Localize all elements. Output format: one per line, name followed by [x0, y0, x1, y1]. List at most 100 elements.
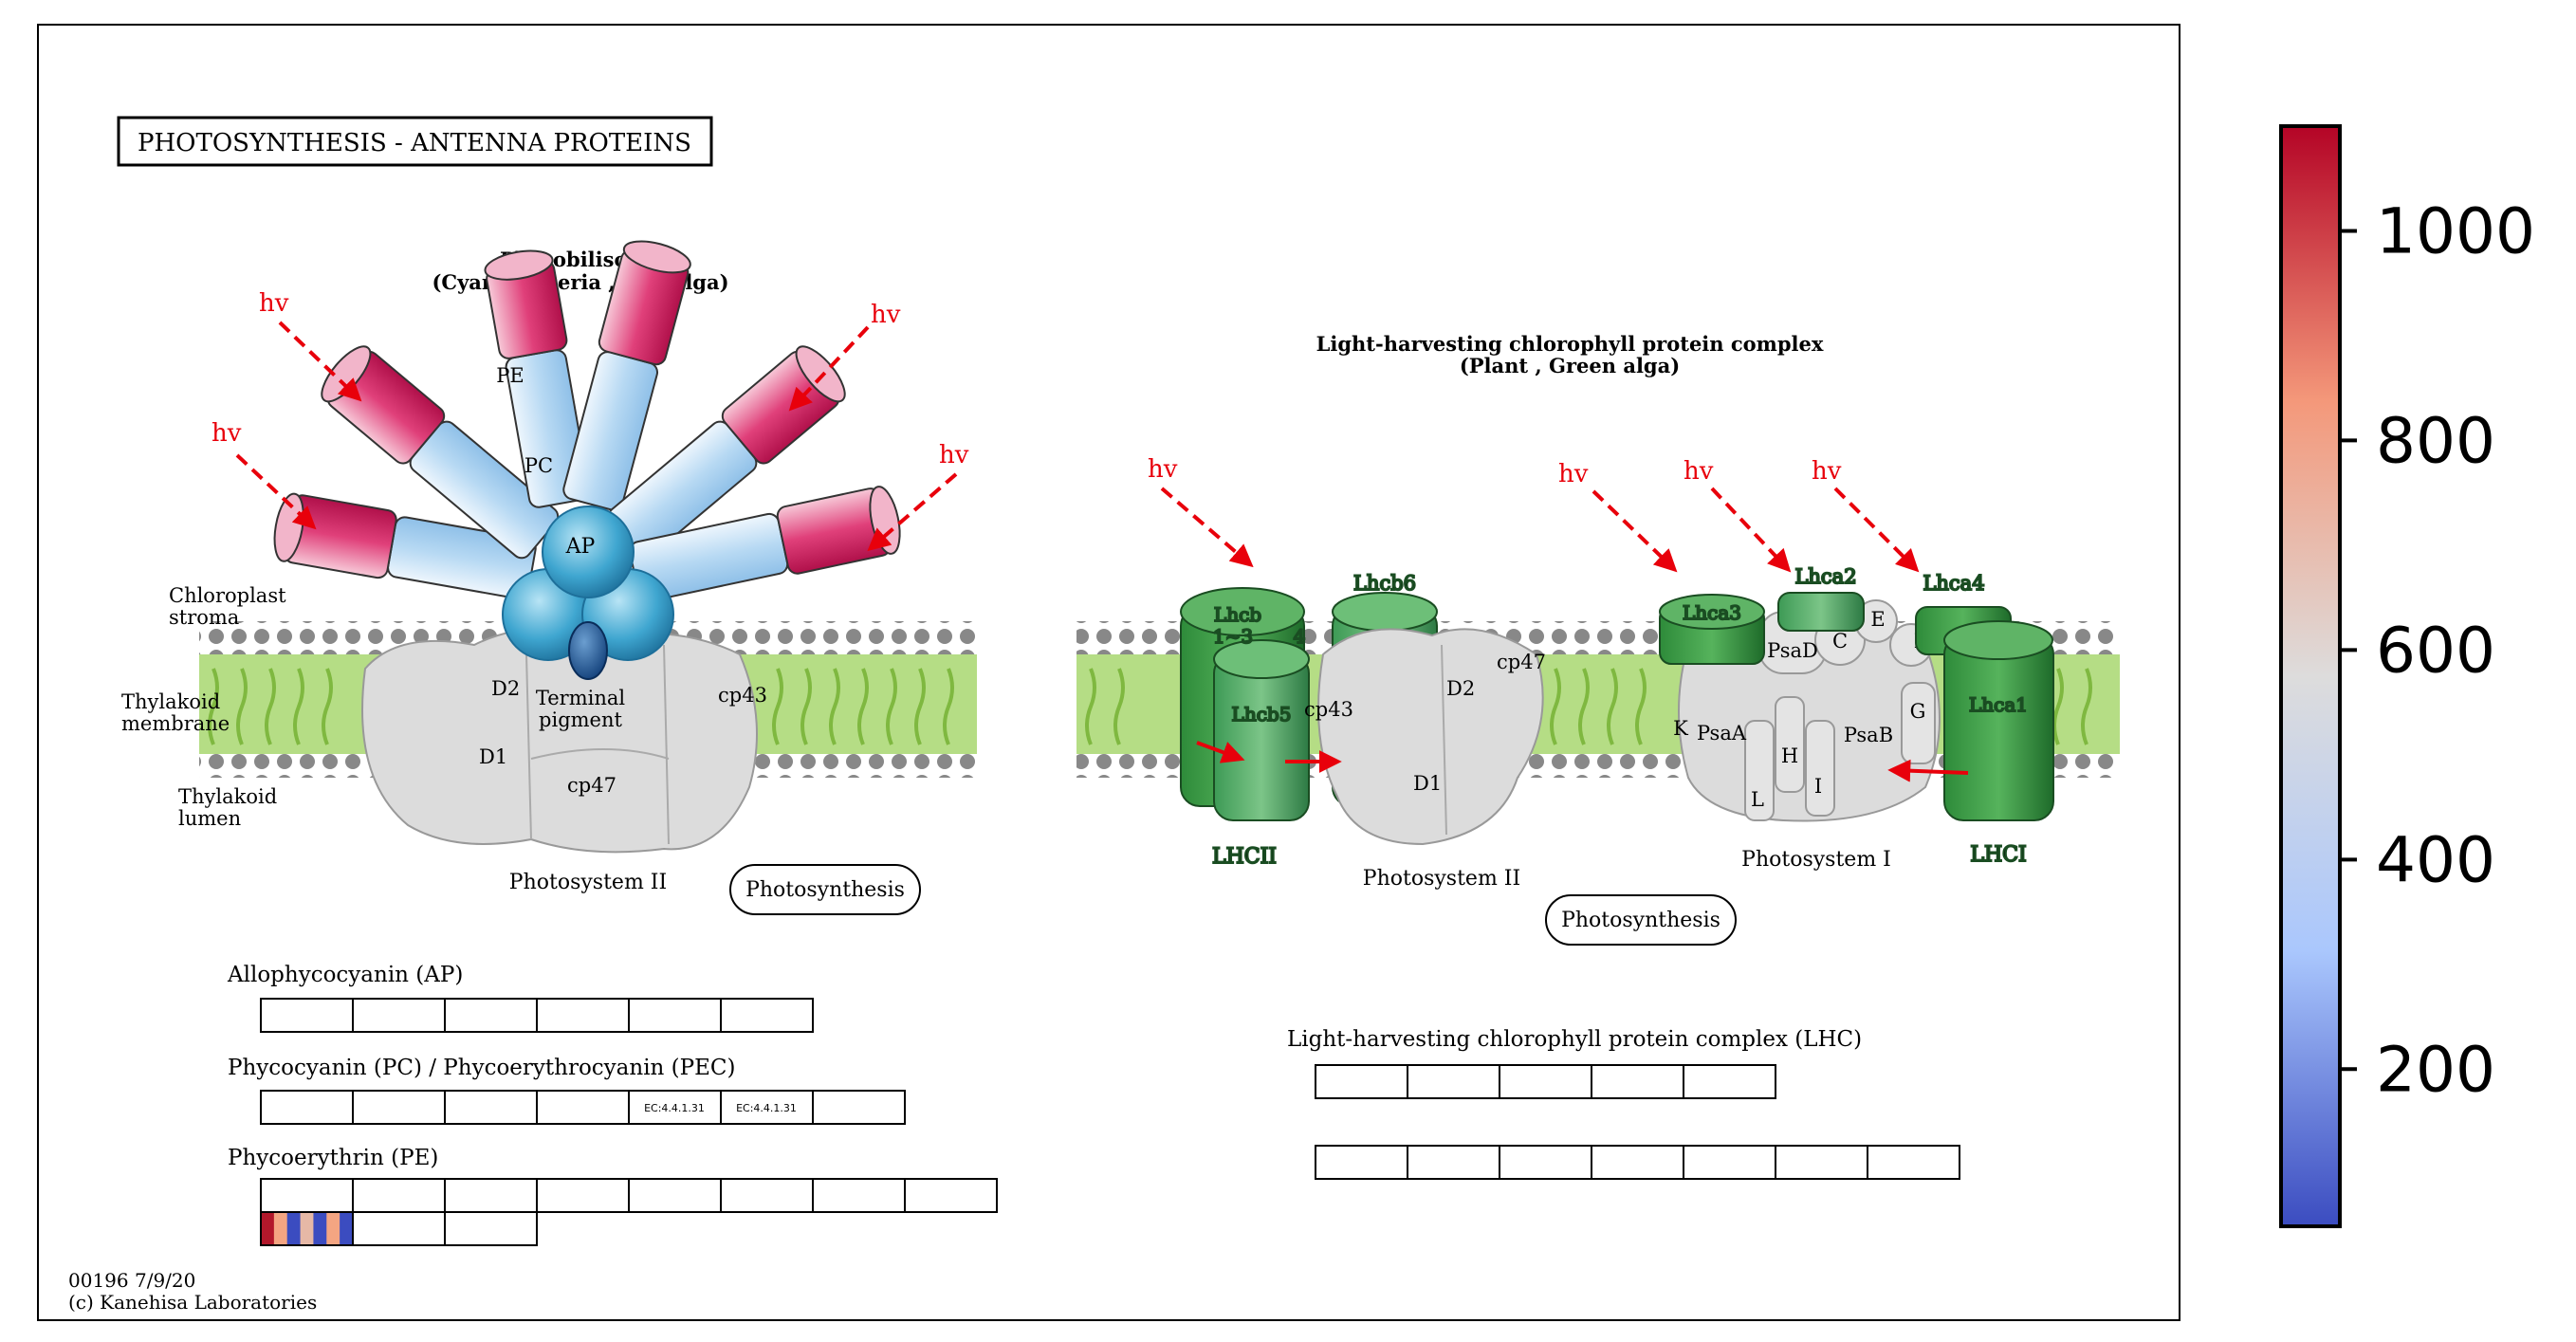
gene-box	[260, 1178, 354, 1213]
energy-transfer-arrows	[1196, 741, 1969, 782]
gene-box	[1499, 1064, 1592, 1099]
gene-box	[720, 1178, 814, 1213]
expression-stripe	[273, 1212, 288, 1245]
pe-gene-row-2[interactable]	[260, 1211, 538, 1246]
ap-label: AP	[565, 535, 596, 559]
photosynthesis-link-left-label: Photosynthesis	[745, 878, 905, 902]
photosystem-i: PsaD C E F G PsaA PsaB K H I L Photosyst…	[1673, 599, 1941, 872]
colorbar-tick-label: 1000	[2376, 194, 2535, 267]
ps2-left-cp43: cp43	[718, 684, 767, 707]
ap-table-label: Allophycocyanin (AP)	[227, 963, 463, 987]
gene-box	[1407, 1064, 1500, 1099]
lhca2-label: Lhca2	[1794, 565, 1856, 588]
photosystem-ii-right: cp43 cp47 D1 D2 Photosystem II	[1304, 628, 1546, 891]
pe-table-label: Phycoerythrin (PE)	[228, 1146, 438, 1170]
gene-box	[1315, 1145, 1408, 1180]
ps2-right-name: Photosystem II	[1363, 867, 1520, 891]
colorbar-tick-label: 200	[2376, 1033, 2495, 1106]
gene-box	[628, 1178, 722, 1213]
hv-arrows-right	[1160, 487, 1920, 573]
colorbar-tick-label: 600	[2376, 614, 2495, 687]
gene-box	[1867, 1145, 1960, 1180]
lhcb6-label: Lhcb6	[1353, 572, 1416, 595]
lhcii-name: LHCII	[1212, 845, 1277, 869]
hv-label-right-1: hv	[1148, 455, 1178, 484]
expression-stripe	[261, 1212, 275, 1245]
gene-box	[720, 998, 814, 1033]
gene-box	[444, 998, 538, 1033]
hv-label-left-1: hv	[259, 289, 289, 318]
hv-arrows-left	[235, 321, 958, 552]
chloroplast-stroma-label-1: Chloroplast	[169, 584, 286, 607]
ps2-left-name: Photosystem II	[509, 871, 667, 894]
lhc-table-label: Light-harvesting chlorophyll protein com…	[1287, 1027, 1862, 1052]
pe-gene-row-1[interactable]	[260, 1178, 998, 1213]
gene-box	[1315, 1064, 1408, 1099]
map-title: PHOTOSYNTHESIS - ANTENNA PROTEINS	[138, 129, 691, 157]
gene-box	[1591, 1145, 1684, 1180]
gene-box	[260, 1090, 354, 1125]
gene-box	[1499, 1145, 1592, 1180]
ps2-left-cp47: cp47	[567, 774, 616, 797]
ps2-right-d1: D1	[1413, 772, 1442, 795]
photosynthesis-link-left[interactable]: Photosynthesis	[729, 864, 921, 915]
psa-h-label: H	[1781, 745, 1798, 767]
colorbar-tick-label: 800	[2376, 404, 2495, 477]
terminal-pigment-label-2: pigment	[539, 708, 622, 731]
lhc-title: Light-harvesting chlorophyll protein com…	[1316, 332, 1824, 356]
ps2-right-cp43: cp43	[1304, 698, 1353, 721]
phycobilisome-rods	[273, 240, 901, 603]
gene-box	[536, 998, 630, 1033]
psa-g-label: G	[1910, 700, 1926, 723]
lhc-gene-row-1[interactable]	[1315, 1064, 1776, 1099]
ps2-right-d2: D2	[1446, 677, 1475, 700]
lhc-subtitle: (Plant , Green alga)	[1460, 354, 1680, 377]
ec-label-2: EC:4.4.1.31	[736, 1102, 797, 1114]
hv-label-left-2: hv	[212, 419, 242, 448]
expression-stripe	[313, 1212, 327, 1245]
hv-label-right-3: hv	[1684, 457, 1714, 486]
footer-copyright: (c) Kanehisa Laboratories	[68, 1291, 317, 1314]
pc-gene-row[interactable]	[260, 1090, 906, 1125]
gene-box	[1407, 1145, 1500, 1180]
pe-expression-box[interactable]	[261, 1212, 354, 1245]
gene-tables: Allophycocyanin (AP) Phycocyanin (PC) / …	[227, 963, 1960, 1246]
ps2-left-d1: D1	[479, 745, 507, 768]
gene-box	[536, 1090, 630, 1125]
ps2-left-d2: D2	[491, 677, 520, 700]
psi-name: Photosystem I	[1741, 848, 1891, 872]
hv-label-right-4: hv	[1812, 457, 1842, 486]
pc-label: PC	[524, 454, 553, 477]
expression-stripe	[286, 1212, 302, 1245]
gene-box	[352, 998, 446, 1033]
lhc-gene-row-2[interactable]	[1315, 1145, 1960, 1180]
gene-box-ec	[720, 1090, 814, 1125]
psa-l-label: L	[1751, 788, 1764, 811]
lhci-name: LHCI	[1970, 843, 2026, 867]
ap-gene-row[interactable]	[260, 998, 814, 1033]
colorbar-gradient	[2279, 124, 2342, 1228]
photosynthesis-link-right-label: Photosynthesis	[1561, 909, 1720, 932]
expression-stripe	[326, 1212, 340, 1245]
gene-box	[536, 1178, 630, 1213]
gene-box	[1683, 1064, 1776, 1099]
gene-box	[1591, 1064, 1684, 1099]
thylakoid-lumen-label-2: lumen	[178, 807, 241, 830]
ps2-right-cp47: cp47	[1497, 651, 1546, 673]
expression-stripe	[340, 1212, 354, 1245]
hv-label-left-4: hv	[939, 441, 969, 469]
lhcb13-label: 1~3	[1213, 625, 1253, 648]
gene-box	[260, 998, 354, 1033]
lhcb-label: Lhcb	[1214, 603, 1261, 626]
lhca4-label: Lhca4	[1923, 572, 1984, 595]
footer-id-date: 00196 7/9/20	[68, 1269, 195, 1292]
thylakoid-membrane-label-1: Thylakoid	[121, 690, 220, 713]
photosynthesis-link-right[interactable]: Photosynthesis	[1545, 894, 1737, 946]
gene-box	[1775, 1145, 1868, 1180]
chloroplast-stroma-label-2: stroma	[169, 606, 239, 629]
gene-box	[904, 1178, 998, 1213]
lhci-complex: Lhca3 Lhca2 Lhca4 Lhca1 LHCI	[1659, 564, 2054, 868]
terminal-pigment-label-1: Terminal	[536, 687, 626, 709]
